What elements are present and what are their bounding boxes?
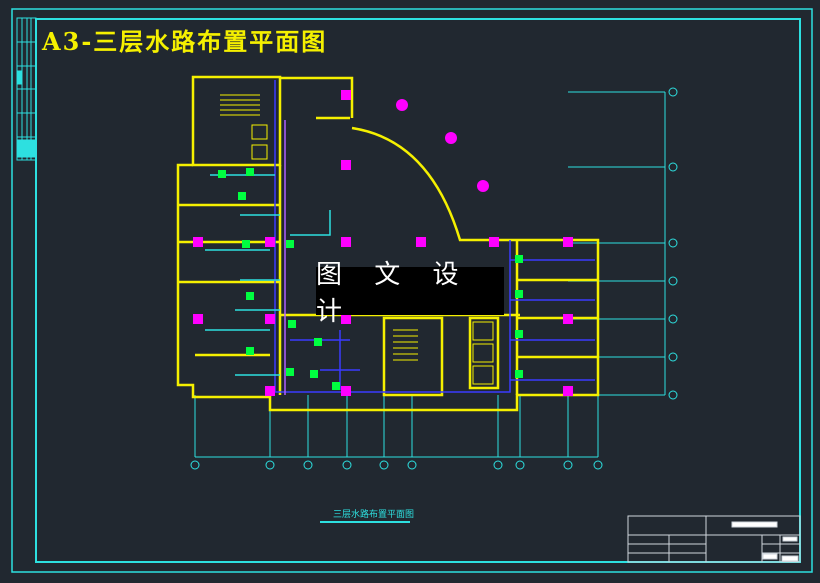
building-walls (176, 75, 600, 412)
fixtures-magenta (193, 90, 573, 396)
watermark: 图 文 设 计 (316, 260, 504, 327)
plan-caption: 三层水路布置平面图 (333, 510, 415, 520)
left-binding-strip (16, 17, 37, 161)
plumbing-fixtures (218, 168, 523, 390)
grid-lines (194, 91, 666, 458)
title-block (627, 515, 801, 563)
drawing-frame (11, 8, 813, 573)
drawing-title: A3-三层水路布置平面图 (42, 27, 328, 56)
stairs (220, 94, 494, 385)
grid-bubbles (190, 87, 678, 470)
